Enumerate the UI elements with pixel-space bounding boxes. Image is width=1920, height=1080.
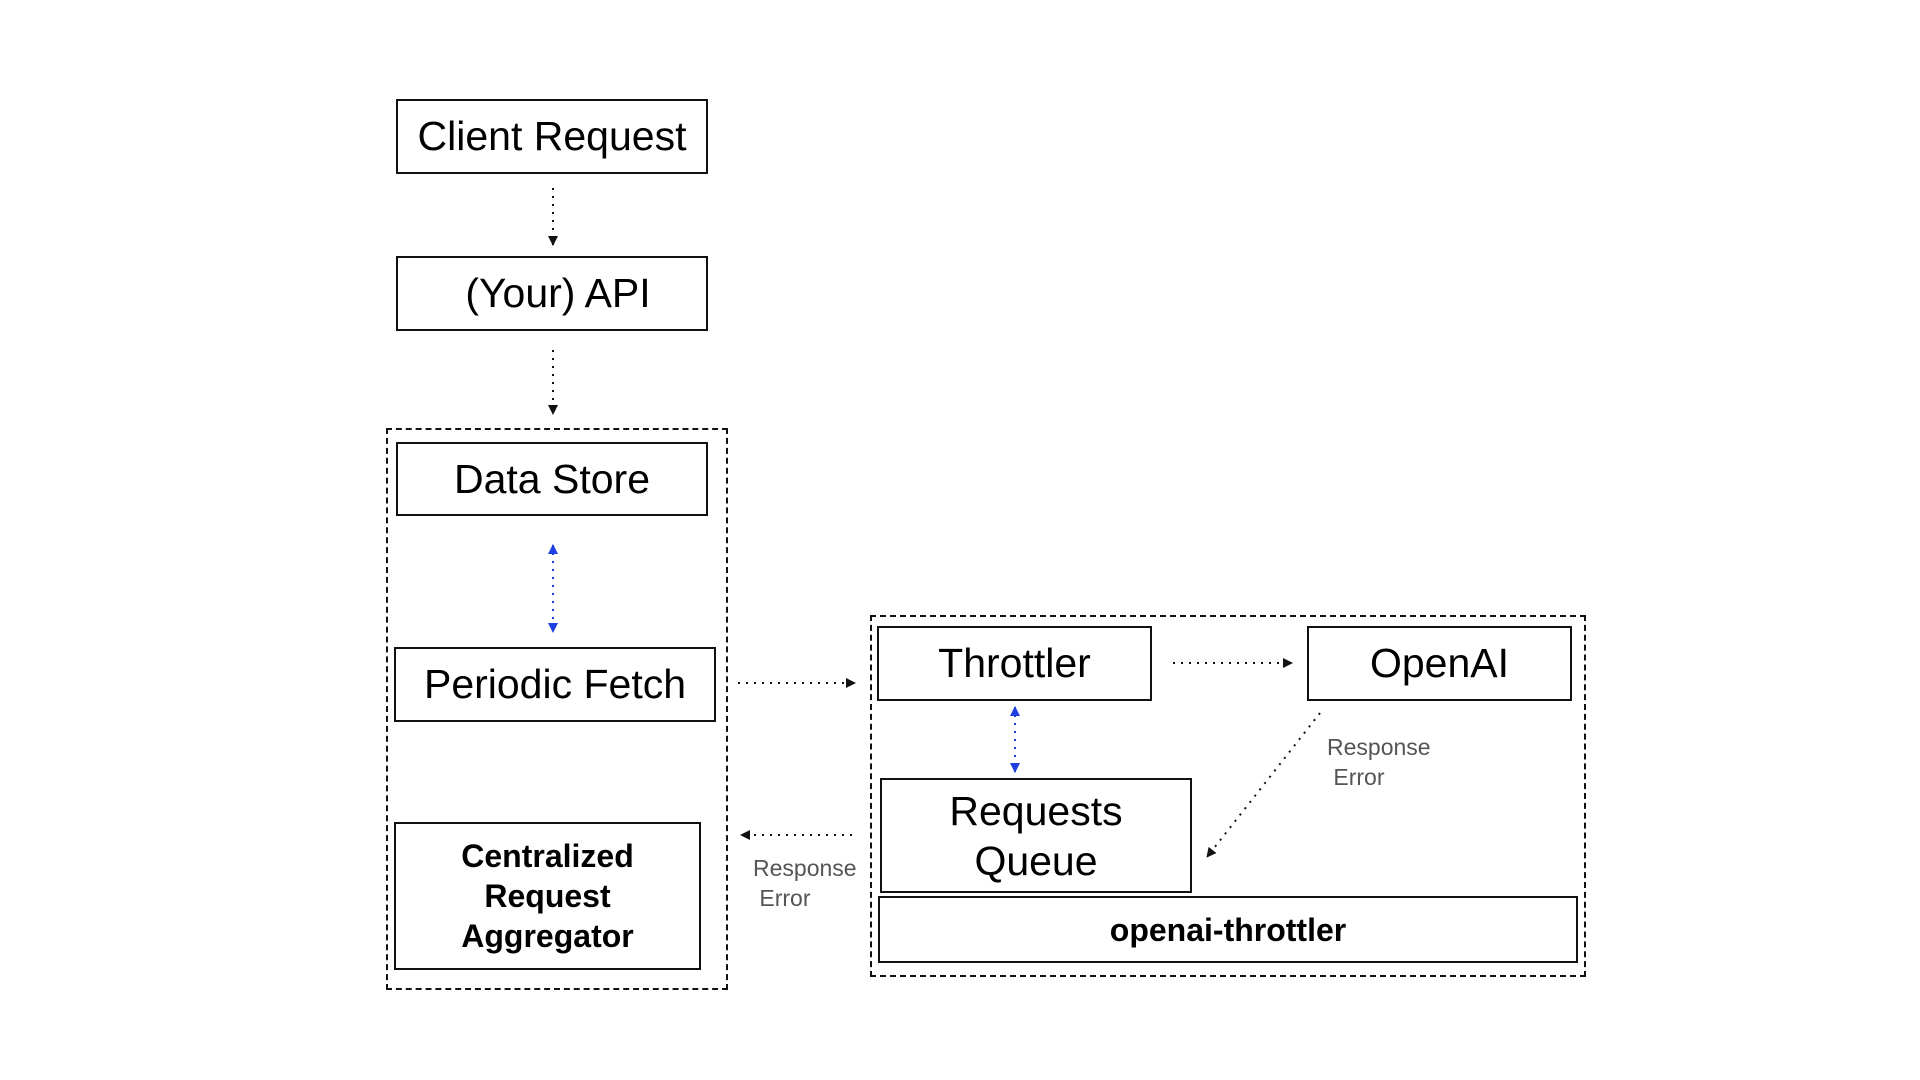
your-api-label: (Your) API <box>465 270 651 316</box>
periodic-fetch-label: Periodic Fetch <box>423 661 687 707</box>
aggregator-label: Centralized Request Aggregator <box>461 838 634 954</box>
data-store-label: Data Store <box>454 455 650 502</box>
throttler-node: Throttler <box>877 626 1152 701</box>
requests-queue-node: Requests Queue <box>880 778 1192 893</box>
aggregator-node: Centralized Request Aggregator <box>394 822 701 970</box>
openai-label: OpenAI <box>1369 640 1510 686</box>
data-store-node: Data Store <box>396 442 708 516</box>
edge-openai-to-queue <box>1206 712 1321 858</box>
openai-throttler-label: openai-throttler <box>1109 911 1347 948</box>
edge-label-queue-response-error: Response Error <box>753 855 857 911</box>
openai-node: OpenAI <box>1307 626 1572 701</box>
your-api-node: (Your) API <box>396 256 708 331</box>
openai-throttler-group <box>870 615 1586 977</box>
client-request-node: Client Request <box>396 99 708 174</box>
aggregator-group <box>386 428 728 990</box>
openai-throttler-node: openai-throttler <box>878 896 1578 963</box>
periodic-fetch-node: Periodic Fetch <box>394 647 716 722</box>
edge-label-openai-response-error: Response Error <box>1327 734 1431 790</box>
requests-queue-label: Requests Queue <box>949 787 1123 884</box>
client-request-label: Client Request <box>417 113 687 159</box>
throttler-label: Throttler <box>938 640 1091 686</box>
